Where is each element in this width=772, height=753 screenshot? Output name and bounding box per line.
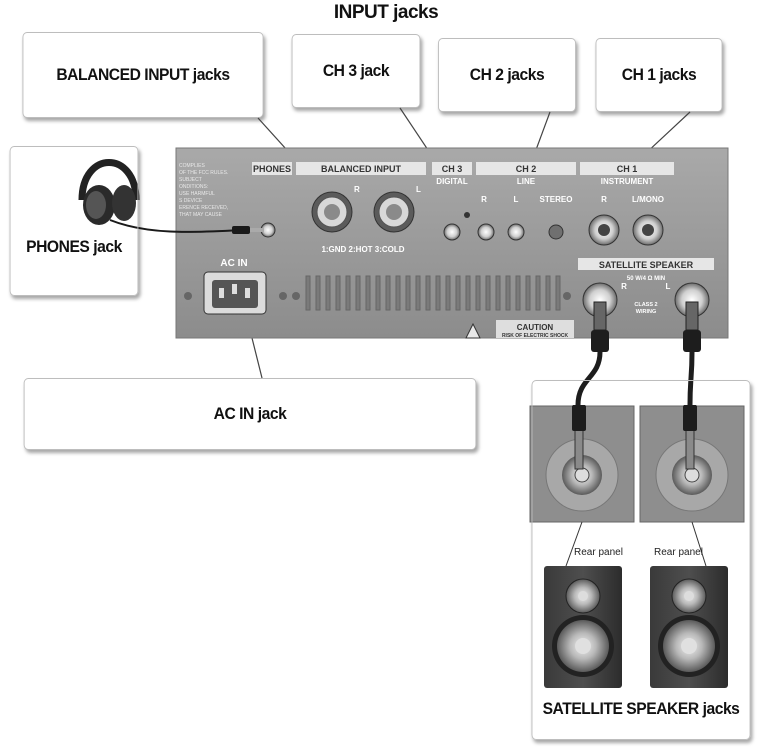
phones-callout: PHONES jack (9, 146, 139, 296)
vent-screw-left (292, 292, 300, 300)
satellite-callout: SATELLITE SPEAKER jacks (531, 380, 751, 740)
plug-right-body (572, 405, 586, 431)
balanced-input-callout: BALANCED INPUT jacks (22, 32, 264, 118)
ch3-screw (464, 212, 470, 218)
caution-sub-label: RISK OF ELECTRIC SHOCK (502, 333, 569, 339)
ch2-l-label: L (514, 195, 519, 204)
fcc-line-5: S DEVICE (179, 198, 203, 204)
fcc-line-1: OF THE FCC RULES. (179, 170, 228, 176)
ch2-stereo-jack[interactable] (548, 224, 564, 240)
satellite-rating-label: 50 W/4 Ω MIN (627, 276, 665, 282)
caution-label-bg (496, 320, 574, 338)
rear-panel-label-right: Rear panel (574, 547, 623, 558)
phones-callout-label: PHONES jack (26, 237, 122, 256)
phones-panel-label: PHONES (253, 164, 291, 174)
balanced-header-bg (296, 162, 426, 175)
amplifier-rear-panel (175, 147, 729, 339)
satellite-r-label: R (621, 282, 627, 291)
fcc-line-0: COMPLIES (179, 163, 206, 169)
ch1-callout-label: CH 1 jacks (621, 65, 697, 84)
balanced-input-r-jack[interactable] (311, 191, 353, 233)
plug-left-body (683, 405, 697, 431)
ac-in-callout: AC IN jack (23, 378, 477, 450)
ch1-header-bg (580, 162, 674, 175)
balanced-input-callout-label: BALANCED INPUT jacks (56, 65, 230, 84)
ch3-callout-label: CH 3 jack (322, 61, 390, 80)
ac-in-callout-label: AC IN jack (213, 404, 287, 423)
ch2-header-bg (476, 162, 576, 175)
ch2-stereo-label: STEREO (540, 195, 573, 204)
caution-label: CAUTION (517, 323, 554, 332)
balanced-panel-label: BALANCED INPUT (321, 164, 402, 174)
ch2-line-label: LINE (517, 177, 536, 186)
headphones-illustration (78, 159, 264, 234)
ch1-r-label: R (601, 195, 607, 204)
ac-screw-right (279, 292, 287, 300)
satellite-class-label: CLASS 2 (634, 302, 657, 308)
ch2-panel-label: CH 2 (516, 164, 537, 174)
warning-triangle-icon (465, 322, 481, 339)
satellite-l-label: L (666, 282, 671, 291)
balanced-wiring-label: 1:GND 2:HOT 3:COLD (321, 245, 404, 254)
balanced-input-l-jack[interactable] (373, 191, 415, 233)
ch1-callout: CH 1 jacks (595, 38, 723, 112)
satellite-header-bg (578, 258, 714, 270)
satellite-callout-label: SATELLITE SPEAKER jacks (542, 699, 740, 718)
satellite-panel-label: SATELLITE SPEAKER (599, 260, 694, 270)
fcc-line-2: SUBJECT (179, 177, 202, 183)
fcc-line-3: ONDITIONS: (179, 184, 208, 190)
ac-in-panel-label: AC IN (220, 258, 247, 269)
fcc-notice: COMPLIES OF THE FCC RULES. SUBJECT ONDIT… (179, 163, 228, 218)
rear-panel-label-left: Rear panel (654, 547, 703, 558)
ch3-digital-jack[interactable] (443, 223, 461, 241)
ventilation-slots (305, 275, 561, 311)
vent-screw-right (563, 292, 571, 300)
rear-pointer-right (565, 521, 583, 567)
ch2-r-jack[interactable] (477, 223, 495, 241)
ch3-callout: CH 3 jack (291, 34, 421, 108)
ch3-digital-label: DIGITAL (436, 177, 468, 186)
fcc-line-7: THAT MAY CAUSE (179, 212, 223, 218)
satellite-speaker-left (650, 566, 728, 688)
phones-header-bg (252, 162, 292, 175)
ch1-instrument-label: INSTRUMENT (601, 177, 654, 186)
ch2-l-jack[interactable] (507, 223, 525, 241)
fcc-line-6: ERENCE RECEIVED, (179, 205, 228, 211)
ch2-callout-label: CH 2 jacks (469, 65, 545, 84)
input-jacks-title: INPUT jacks (333, 2, 439, 23)
ch1-lmono-label: L/MONO (632, 195, 664, 204)
ch3-header-bg (432, 162, 472, 175)
satellite-wiring-label: WIRING (636, 309, 656, 315)
ac-screw-left (184, 292, 192, 300)
rear-pointer-left (691, 521, 707, 567)
ch2-callout: CH 2 jacks (438, 38, 576, 112)
satellite-speaker-right (544, 566, 622, 688)
ch2-r-label: R (481, 195, 487, 204)
ch1-panel-label: CH 1 (617, 164, 638, 174)
fcc-line-4: USE HARMFUL (179, 191, 215, 197)
ch3-panel-label: CH 3 (442, 164, 463, 174)
balanced-r-label: R (354, 185, 360, 194)
balanced-l-label: L (416, 185, 421, 194)
